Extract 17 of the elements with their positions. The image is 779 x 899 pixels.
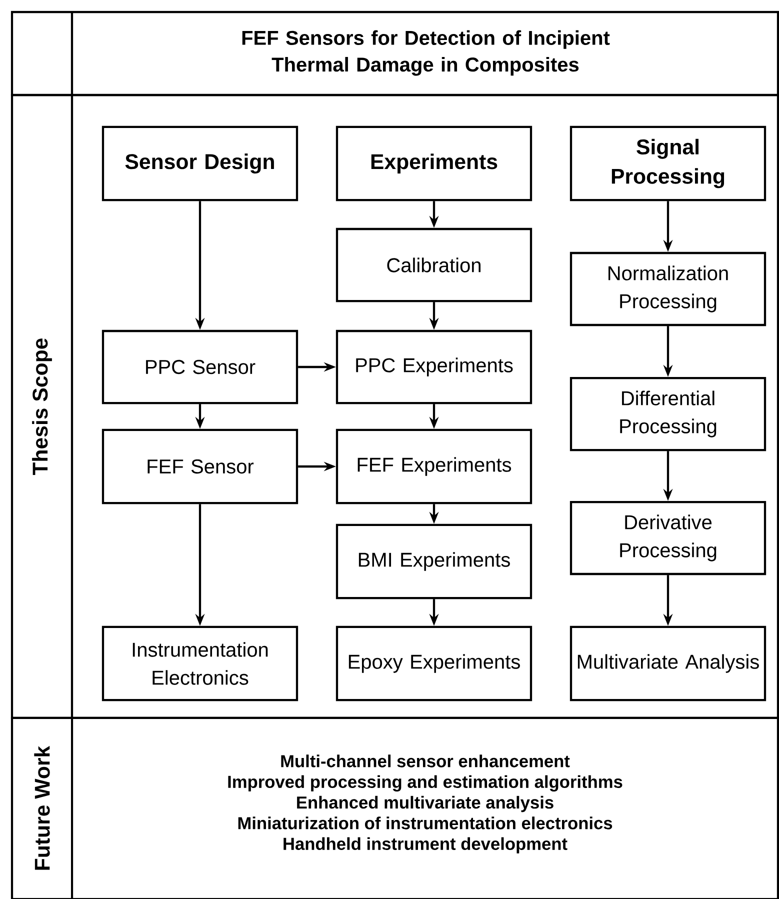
process-box: PPC Experiments	[336, 330, 532, 404]
process-box: Normalization Processing	[570, 252, 766, 326]
future-work-band: Future Work Multi-channel sensor enhancement Improved processing and estimation algorithms Enhanced multivariate analysis Miniaturization of instrumentation electronics Handheld instrument development	[10, 716, 779, 899]
title: FEF Sensors for Detection of Incipient Thermal Damage in Composites	[242, 30, 610, 76]
process-box: Calibration	[336, 228, 532, 302]
process-box: BMI Experiments	[336, 524, 532, 600]
process-box: Derivative Processing	[570, 500, 766, 576]
heading-box: Experiments	[336, 126, 532, 202]
process-box: PPC Sensor	[102, 330, 298, 404]
process-box: FEF Sensor	[102, 428, 298, 504]
process-box: Differential Processing	[570, 376, 766, 452]
heading-box: Sensor Design	[102, 126, 298, 202]
process-box: Multivariate Analysis	[570, 626, 766, 702]
process-box: FEF Experiments	[336, 428, 532, 504]
process-box: Epoxy Experiments	[336, 626, 532, 702]
process-box: Instrumentation Electronics	[102, 626, 298, 702]
heading-box: Signal Processing	[570, 126, 766, 202]
